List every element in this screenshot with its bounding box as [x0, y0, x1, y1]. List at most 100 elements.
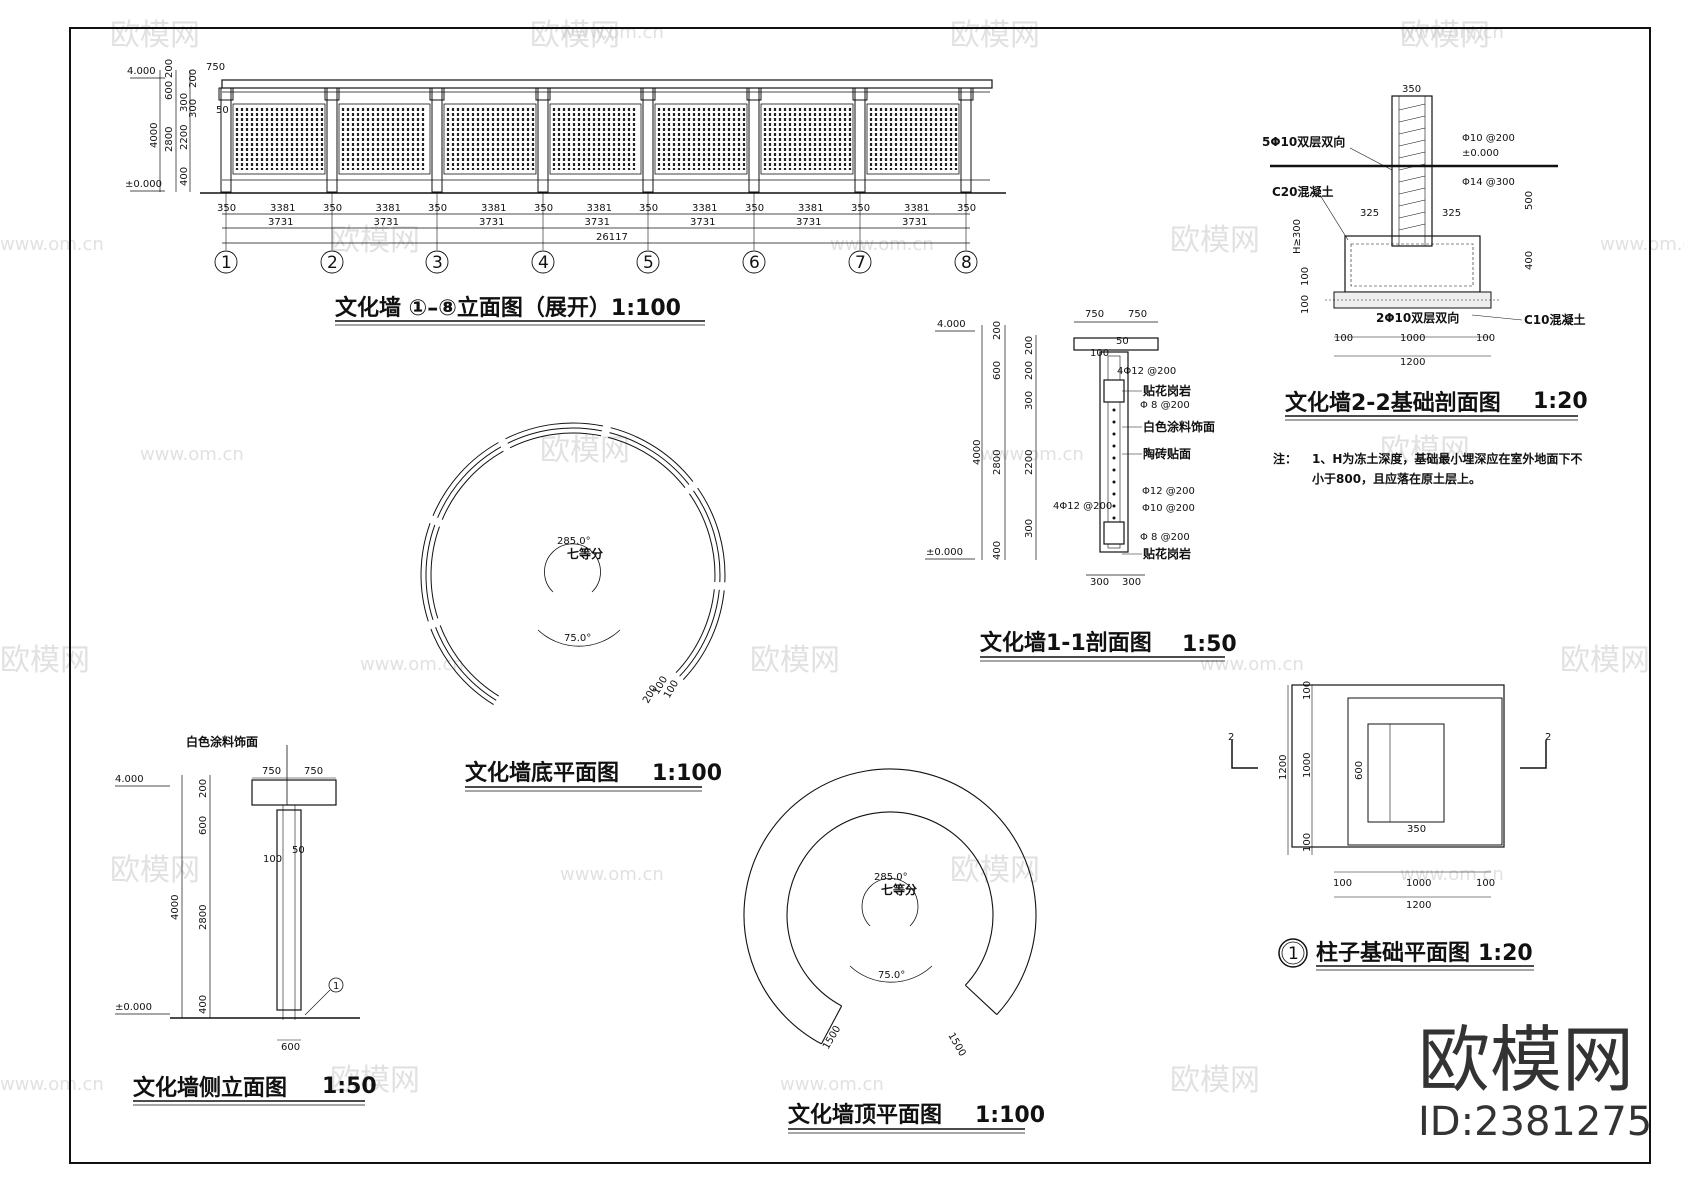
base-angle-bottom: 75.0°: [564, 633, 591, 644]
axis-bubble-number: 1: [221, 253, 232, 273]
col-dim-100v-bottom: 100: [1302, 833, 1313, 852]
s11-dim-2200: 2200: [1024, 450, 1035, 475]
side-level-top: 4.000: [115, 774, 144, 785]
s22-note-line2: 小于800，且应落在原土层上。: [1312, 471, 1481, 486]
s22-level: ±0.000: [1462, 148, 1499, 159]
watermark-url: www.om.cn: [560, 22, 664, 43]
s22-dim-350: 350: [1402, 84, 1421, 95]
s22-dim-100d: 100: [1476, 333, 1495, 344]
watermark-logo: 欧模网: [1170, 223, 1260, 258]
elevation-title: 文化墙 ①–⑧立面图（展开）1:100: [335, 295, 681, 321]
elevation-columns: [218, 87, 974, 193]
s11-rebar-1: 4Φ12 @200: [1117, 366, 1176, 377]
sheet-border: [69, 27, 1651, 1164]
s22-dim-325a: 325: [1360, 208, 1379, 219]
elev-seg-dim: 3381: [376, 203, 401, 214]
base-angle-top: 285.0°: [557, 536, 591, 547]
elev-span-dim: 3731: [268, 217, 293, 228]
elev-dim-4000: 4000: [149, 123, 160, 148]
watermark-logo: 欧模网: [530, 18, 620, 53]
elev-span-dim: 3731: [374, 217, 399, 228]
s22-label-c10: C10混凝土: [1524, 312, 1586, 327]
s11-rebar-6: Φ 8 @200: [1140, 532, 1190, 543]
watermark-logo: 欧模网: [950, 853, 1040, 888]
brand-logo-text: 欧模网: [1418, 1018, 1634, 1102]
top-division: 七等分: [881, 882, 917, 897]
top-angle-top: 285.0°: [874, 872, 908, 883]
s11-dim-750b: 750: [1128, 309, 1147, 320]
section-1-1-drawing: 4.000 ±0.000 200 600 200 200 300 4000 28…: [925, 309, 1237, 662]
top-angle-bottom: 75.0°: [878, 970, 905, 981]
s11-dim-600: 600: [992, 361, 1003, 380]
watermark-url: www.om.cn: [830, 234, 934, 255]
watermark-url: www.om.cn: [1200, 654, 1304, 675]
elev-span-dim: 3731: [479, 217, 504, 228]
brand-watermark: 欧模网 ID:2381275: [1418, 1018, 1652, 1145]
watermark-url: www.om.cn: [1600, 234, 1684, 255]
base-plan-arc: [420, 422, 726, 706]
watermark-logo: 欧模网: [1400, 18, 1490, 53]
s11-dim-300c: 300: [1090, 577, 1109, 588]
s11-label-granite-top: 贴花岗岩: [1143, 383, 1191, 398]
axis-bubble-number: 2: [327, 253, 338, 273]
elevation-drawing: 4.000 ±0.000 600 200 4000 2800 2200 300 …: [125, 59, 1006, 326]
elev-dim-600: 600: [164, 81, 175, 100]
watermark-url: www.om.cn: [1400, 864, 1504, 885]
base-plan-title: 文化墙底平面图: [465, 760, 619, 786]
s11-label-tile: 陶砖贴面: [1143, 446, 1191, 461]
col-dim-350: 350: [1407, 824, 1426, 835]
watermark-url: www.om.cn: [0, 1074, 104, 1095]
side-elevation-drawing: 4.000 ±0.000 白色涂料饰面 750 750 200 600 100 …: [115, 734, 377, 1106]
elev-span-dim: 3731: [796, 217, 821, 228]
watermark-logo: 欧模网: [1170, 1063, 1260, 1098]
watermark-layer: 欧模网欧模网欧模网欧模网欧模网欧模网欧模网欧模网欧模网欧模网欧模网欧模网欧模网欧…: [0, 18, 1684, 1098]
watermark-url: www.om.cn: [980, 444, 1084, 465]
top-dim-right: 1500: [945, 1031, 967, 1059]
col-title: 柱子基础平面图: [1316, 941, 1470, 966]
section-2-2-ties: [1398, 103, 1426, 231]
watermark-logo: 欧模网: [110, 18, 200, 53]
s22-dim-400: 400: [1524, 251, 1535, 270]
elev-dim-2200: 2200: [179, 125, 190, 150]
watermark-logo: 欧模网: [0, 643, 90, 678]
col-scale: 1:20: [1478, 941, 1533, 966]
elev-seg-dim: 350: [745, 203, 764, 214]
elev-seg-dim: 3381: [587, 203, 612, 214]
s11-label-granite-bottom: 贴花岗岩: [1143, 546, 1191, 561]
watermark-url: www.om.cn: [560, 864, 664, 885]
watermark-logo: 欧模网: [110, 853, 200, 888]
s22-note-label: 注：: [1273, 451, 1297, 466]
side-dim-750b: 750: [304, 766, 323, 777]
s11-dim-4000: 4000: [972, 440, 983, 465]
elev-seg-dim: 3381: [904, 203, 929, 214]
elev-dim-2800: 2800: [164, 127, 175, 152]
side-dim-400: 400: [198, 995, 209, 1014]
col-dim-600: 600: [1354, 761, 1365, 780]
watermark-logo: 欧模网: [330, 1063, 420, 1098]
axis-bubble-number: 7: [855, 253, 866, 273]
s22-dim-100a: 100: [1300, 267, 1311, 286]
s22-rebar-1: Φ10 @200: [1462, 133, 1515, 144]
col-dim-100h-left: 100: [1333, 878, 1352, 889]
s22-label-top-rebar: 5Φ10双层双向: [1262, 134, 1345, 149]
s11-dim-200c: 200: [1024, 361, 1035, 380]
elev-seg-dim: 350: [217, 203, 236, 214]
s22-note-line1: 1、H为冻土深度，基础最小埋深应在室外地面下不: [1312, 451, 1582, 466]
side-level-ground: ±0.000: [115, 1002, 152, 1013]
col-axis-number: 1: [1288, 944, 1299, 964]
top-plan-ring: [743, 768, 1037, 1045]
s22-dim-1200: 1200: [1400, 357, 1425, 368]
watermark-logo: 欧模网: [1380, 433, 1470, 468]
side-dim-600b: 600: [281, 1042, 300, 1053]
s11-dim-2800: 2800: [992, 450, 1003, 475]
col-dim-100v-top: 100: [1302, 681, 1313, 700]
s11-dim-200: 200: [992, 321, 1003, 340]
side-dim-4000: 4000: [170, 895, 181, 920]
elev-seg-dim: 350: [957, 203, 976, 214]
elev-seg-dim: 350: [851, 203, 870, 214]
elev-top-200: 200: [188, 69, 199, 88]
top-plan-drawing: 285.0° 七等分 75.0° 1500 1500 文化墙顶平面图 1:100: [743, 768, 1045, 1134]
elev-seg-dim: 3381: [481, 203, 506, 214]
